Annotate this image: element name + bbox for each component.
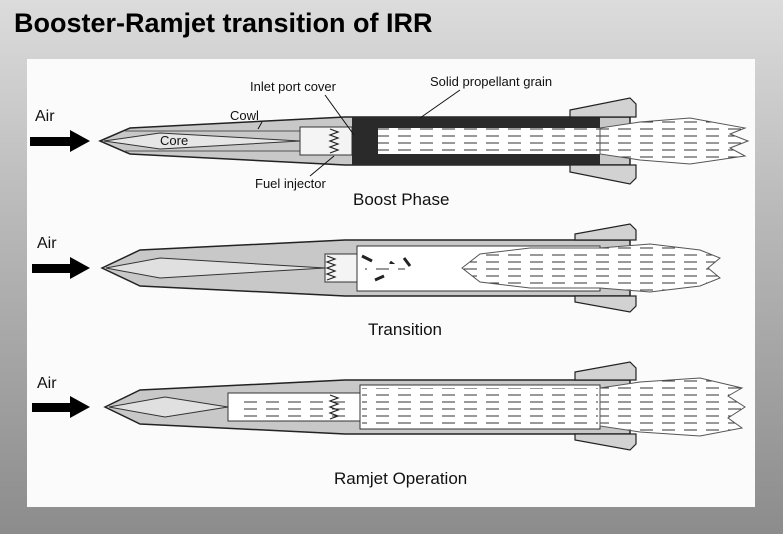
lower-fin — [574, 433, 637, 451]
air-label: Air — [37, 375, 57, 392]
ramjet-operation-diagram: Air Ramjet Operation — [32, 361, 746, 488]
boost-phase-caption: Boost Phase — [353, 190, 449, 209]
upper-fin — [574, 223, 637, 241]
fuel-injector-spring — [328, 128, 340, 154]
fuel-injector-label: Fuel injector — [255, 176, 326, 191]
air-label: Air — [37, 235, 57, 252]
solid-propellant-grain-label: Solid propellant grain — [430, 74, 552, 89]
cowl-label: Cowl — [230, 108, 259, 123]
ramjet-operation-caption: Ramjet Operation — [334, 469, 467, 488]
upper-fin — [574, 361, 637, 381]
boost-phase-diagram: Air Cowl Core Inlet port cover Solid pro… — [30, 74, 750, 209]
upper-fin — [569, 97, 637, 118]
lower-fin — [569, 164, 637, 185]
air-arrow-icon — [30, 130, 90, 152]
transition-diagram: Air Transition — [32, 223, 721, 339]
exhaust-plume — [599, 377, 746, 437]
core-label: Core — [160, 133, 188, 148]
transition-caption: Transition — [368, 320, 442, 339]
lower-fin — [574, 295, 637, 313]
slide-title: Booster-Ramjet transition of IRR — [14, 8, 433, 38]
inlet-port-cover-label: Inlet port cover — [250, 79, 337, 94]
air-label: Air — [35, 108, 55, 125]
air-arrow-icon — [32, 257, 90, 279]
exhaust-plume — [461, 243, 721, 293]
exhaust-plume — [599, 117, 750, 165]
air-arrow-icon — [32, 396, 90, 418]
